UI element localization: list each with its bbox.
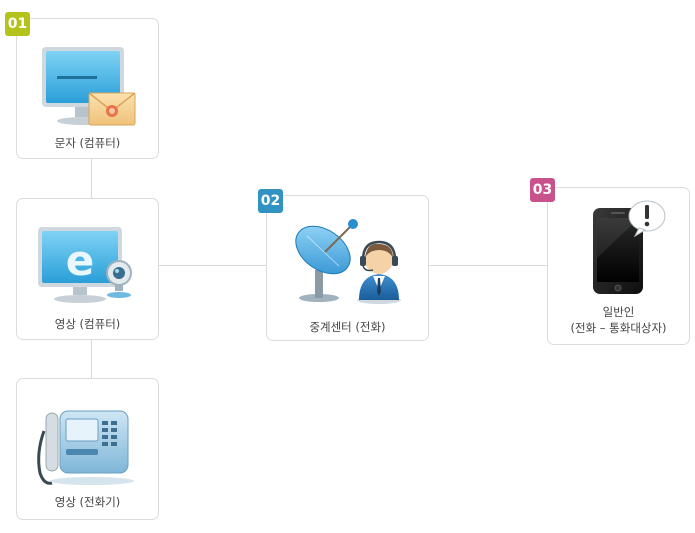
connector-video-to-phone [91, 339, 92, 379]
node-label-line2: (전화 – 통화대상자) [570, 321, 667, 335]
node-video-computer: e 영상 (컴퓨터) [16, 198, 159, 340]
connector-relay-to-general [428, 265, 548, 266]
smartphone-alert-icon [593, 200, 666, 294]
svg-text:e: e [66, 236, 95, 285]
node-label: 영상 (컴퓨터) [54, 317, 121, 331]
node-video-phone: 영상 (전화기) [16, 378, 159, 520]
node-label: 문자 (컴퓨터) [54, 136, 121, 150]
connector-01-to-video [91, 159, 92, 199]
video-phone-icon [37, 410, 134, 485]
node-relay-center: 중계센터 (전화) [266, 195, 429, 341]
step-badge-01: 01 [5, 12, 30, 36]
step-badge-03: 03 [530, 178, 555, 202]
node-general: 일반인 (전화 – 통화대상자) [547, 187, 690, 345]
connector-video-to-relay [159, 265, 267, 266]
satellite-operator-icon [295, 219, 401, 304]
monitor-with-webcam-icon: e [38, 227, 132, 303]
node-text-computer: 문자 (컴퓨터) [16, 18, 159, 159]
node-label-line1: 일반인 [602, 305, 635, 319]
node-label: 영상 (전화기) [54, 495, 121, 509]
node-label: 중계센터 (전화) [309, 320, 386, 334]
step-badge-02: 02 [258, 189, 283, 213]
monitor-with-envelope-icon [42, 47, 136, 126]
